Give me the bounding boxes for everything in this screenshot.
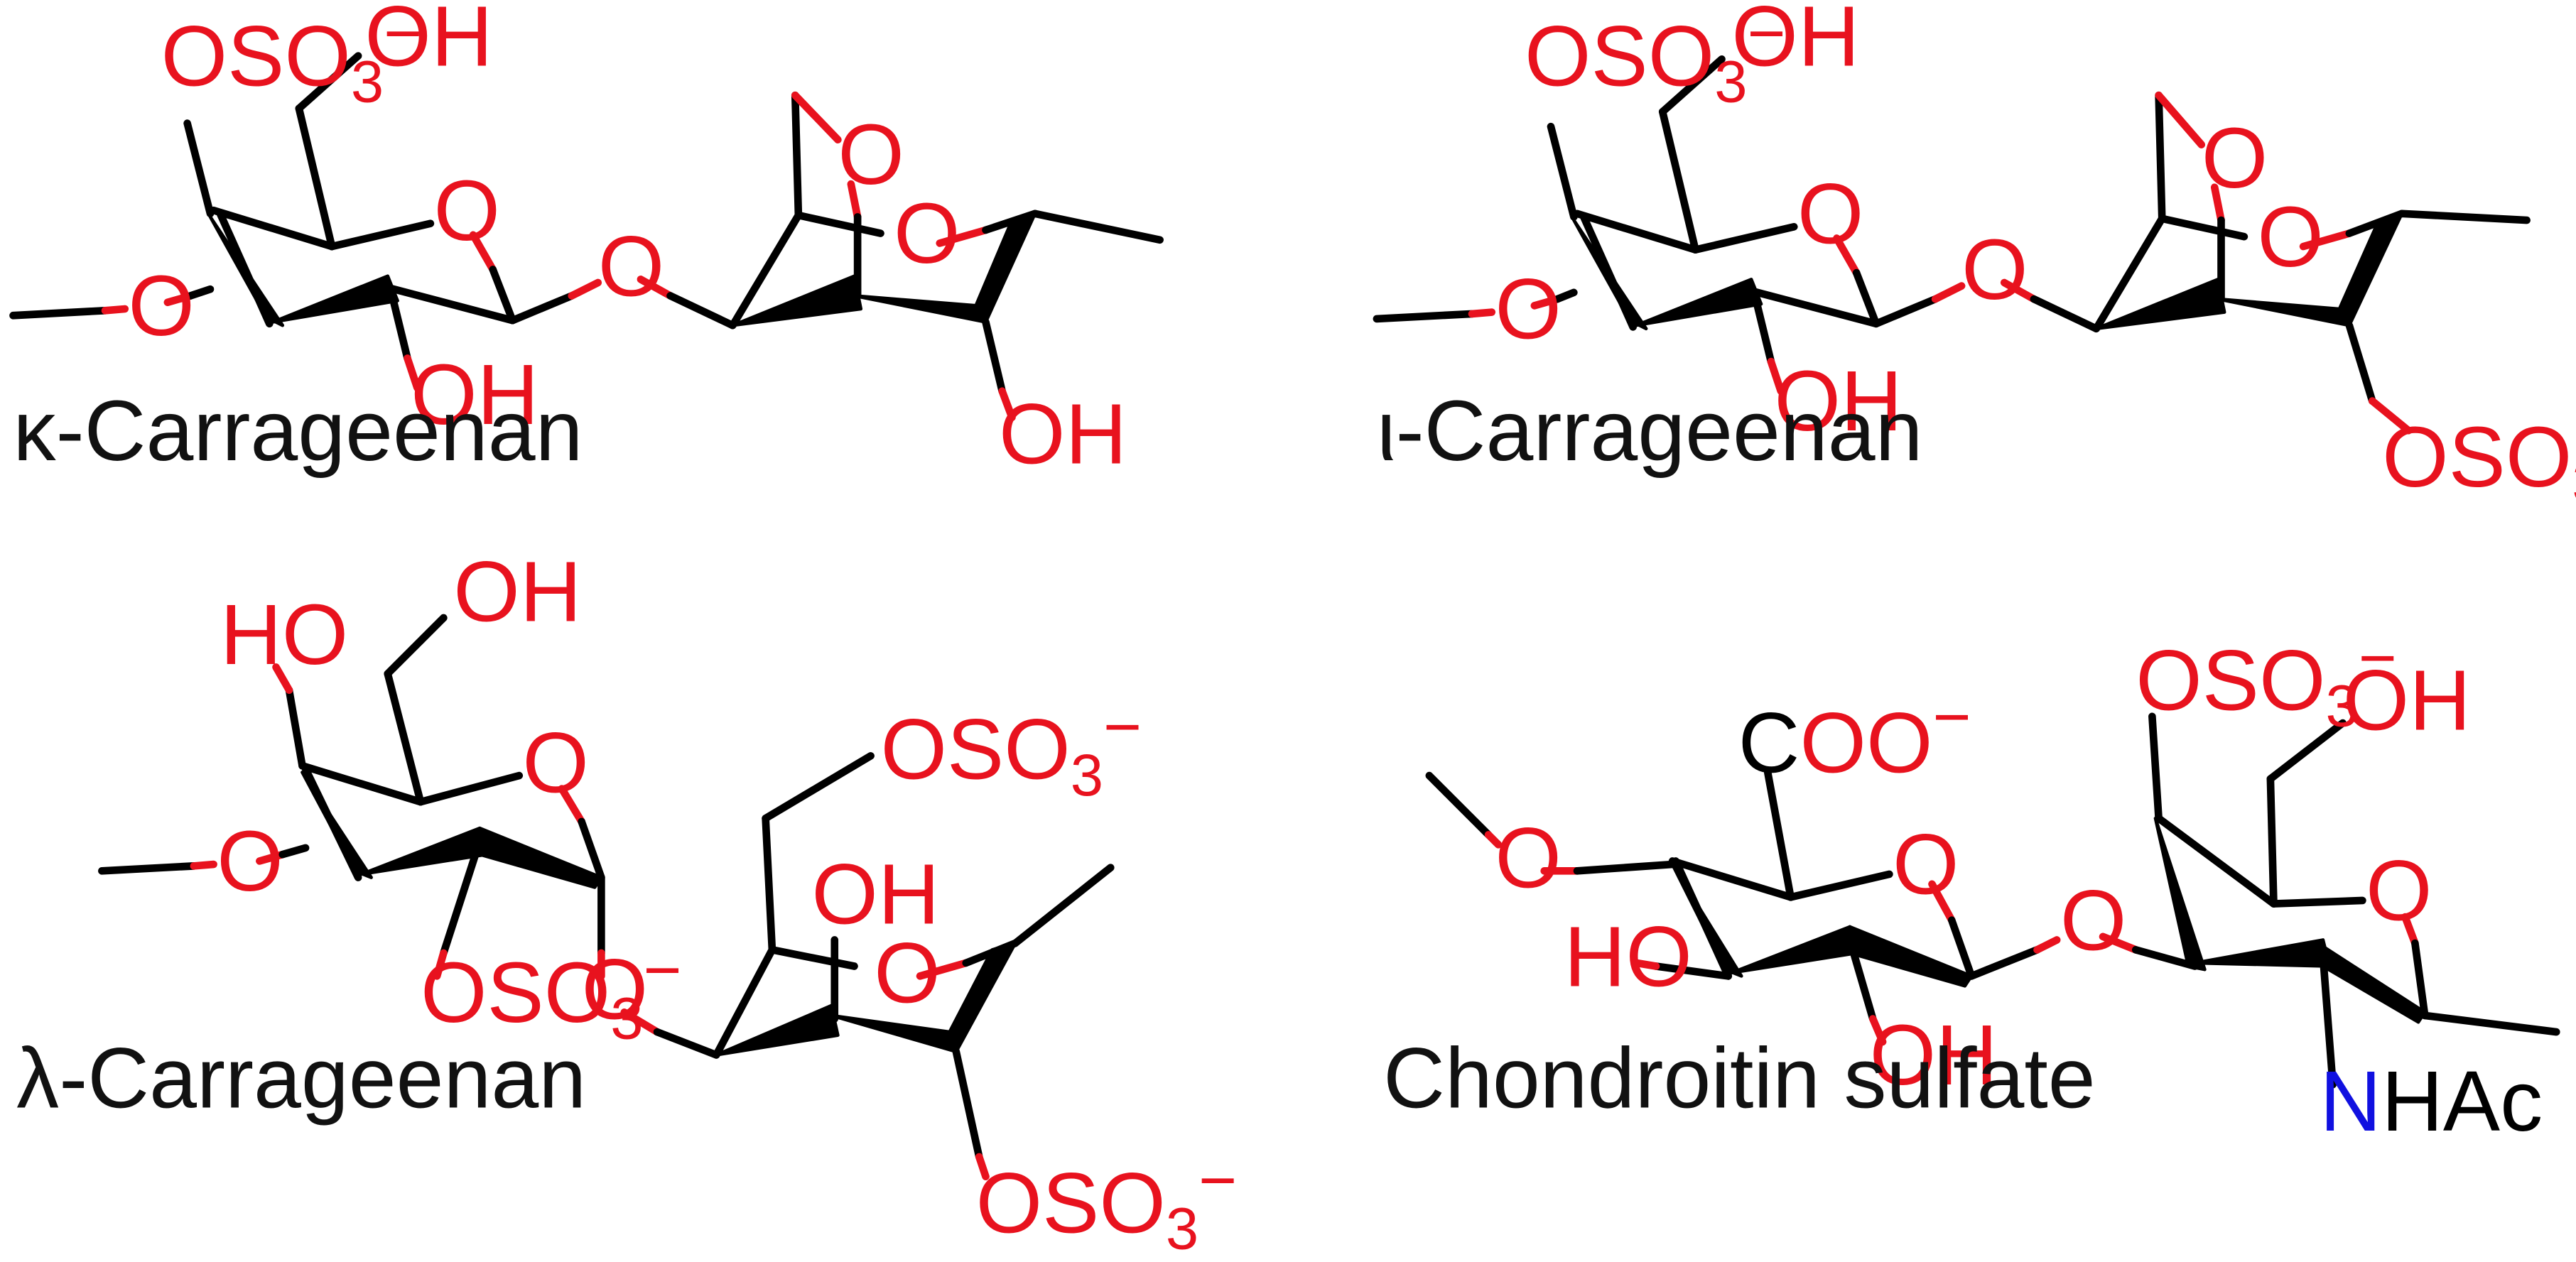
bridge-oxygen: O bbox=[2202, 111, 2268, 206]
glycosidic-oxygen: O bbox=[1961, 222, 2028, 317]
hydroxyl-2: OH bbox=[999, 386, 1127, 482]
anhydro-ring-oxygen: O bbox=[2257, 190, 2324, 285]
hydroxyl-top-left: HO bbox=[220, 587, 348, 682]
bridge-oxygen: O bbox=[838, 107, 904, 202]
glycosidic-oxygen: O bbox=[2060, 873, 2127, 968]
link-oxygen-left: O bbox=[128, 259, 195, 354]
chondroitin-sulfate-structure: O O O O HO OH OH COO− OSO3− NHAc Chondro… bbox=[1383, 621, 2560, 1149]
hydroxymethyl: OH bbox=[2343, 653, 2471, 748]
hydroxyl-1: OH bbox=[1775, 354, 1903, 449]
hydroxymethyl: OH bbox=[453, 545, 581, 640]
structure-label: λ-Carrageenan bbox=[16, 1030, 586, 1126]
structure-label: Chondroitin sulfate bbox=[1383, 1030, 2096, 1126]
ring-oxygen-2: O bbox=[2366, 844, 2432, 939]
structure-label: κ-Carrageenan bbox=[13, 384, 583, 479]
iota-carrageenan-structure: O O O O O OH OH OSO3− OSO3− ι-Carrageena… bbox=[1373, 0, 2576, 516]
ring-oxygen-1: O bbox=[434, 163, 501, 259]
acetamido-group: NHAc bbox=[2320, 1054, 2543, 1149]
glycosidic-oxygen: O bbox=[582, 942, 649, 1038]
glycosidic-oxygen: O bbox=[598, 219, 665, 314]
svg-text:OSO3−: OSO3− bbox=[161, 0, 423, 114]
ring-oxygen-2: O bbox=[874, 925, 941, 1021]
sulfate-group-2: OSO3− bbox=[2382, 397, 2576, 516]
hydroxyl-ring-2: OH bbox=[811, 847, 939, 942]
lambda-carrageenan-structure: O O O O HO OH OH OSO3− OSO3− OSO3− λ-Car… bbox=[16, 545, 1237, 1262]
svg-text:OSO3−: OSO3− bbox=[421, 933, 682, 1052]
svg-text:OSO3−: OSO3− bbox=[1525, 0, 1786, 114]
svg-text:NHAc: NHAc bbox=[2320, 1054, 2543, 1149]
link-oxygen-left: O bbox=[1495, 262, 1562, 357]
svg-text:OSO3−: OSO3− bbox=[881, 690, 1142, 808]
sulfate-group: OSO3− bbox=[161, 0, 423, 114]
carboxylate-group: COO− bbox=[1738, 680, 1971, 790]
svg-text:OSO3−: OSO3− bbox=[976, 1143, 1238, 1262]
kappa-carrageenan-structure: O O O O O OH OH OH OSO3− κ-Carrageenan bbox=[9, 0, 1164, 482]
sulfate-group: OSO3− bbox=[2136, 621, 2397, 739]
hydroxyl-left: HO bbox=[1564, 909, 1692, 1004]
svg-text:OSO3−: OSO3− bbox=[2382, 397, 2576, 516]
hydroxymethyl: OH bbox=[1731, 0, 1859, 85]
structure-label: ι-Carrageenan bbox=[1377, 384, 1923, 479]
link-oxygen-left: O bbox=[217, 814, 283, 909]
hydroxymethyl: OH bbox=[364, 0, 492, 85]
ring-oxygen-1: O bbox=[1893, 817, 1959, 913]
hydroxyl-bottom: OH bbox=[1870, 1008, 1998, 1103]
sulfate-group-3: OSO3− bbox=[976, 1143, 1238, 1262]
sulfate-group-1: OSO3− bbox=[1525, 0, 1786, 114]
sulfate-group-1: OSO3− bbox=[421, 933, 682, 1052]
hydroxyl-1: OH bbox=[411, 347, 539, 442]
ring-oxygen-1: O bbox=[522, 715, 589, 810]
anhydro-ring-oxygen: O bbox=[894, 186, 960, 281]
sulfate-group-2: OSO3− bbox=[881, 690, 1142, 808]
ring-oxygen-1: O bbox=[1797, 166, 1864, 261]
link-oxygen-left: O bbox=[1495, 810, 1562, 905]
svg-text:OSO3−: OSO3− bbox=[2136, 621, 2397, 739]
svg-text:COO−: COO− bbox=[1738, 680, 1971, 790]
